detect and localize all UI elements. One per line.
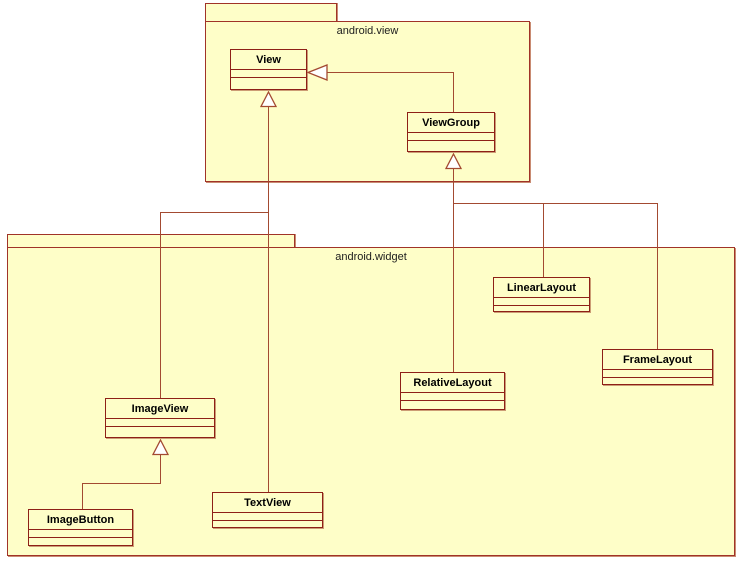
class-title: FrameLayout — [622, 353, 693, 366]
class-attributes-compartment — [106, 418, 214, 426]
class-title: RelativeLayout — [413, 376, 492, 389]
class-operations-compartment — [494, 305, 589, 311]
edge-viewgroup-to-view-vertical — [453, 72, 454, 112]
class-view: View — [230, 49, 307, 90]
class-attributes-compartment — [231, 69, 306, 77]
class-operations-compartment — [408, 140, 494, 151]
class-linearlayout: LinearLayout — [493, 277, 590, 312]
package-android-widget-tab — [7, 234, 295, 247]
class-attributes-compartment — [603, 369, 712, 377]
class-title: View — [256, 53, 281, 66]
class-title: ViewGroup — [422, 116, 480, 129]
edge-branch-to-framelayout-vertical — [657, 203, 658, 349]
class-operations-compartment — [213, 520, 322, 527]
package-android-view-label: android.view — [336, 25, 399, 37]
class-operations-compartment — [401, 400, 504, 409]
class-attributes-compartment — [494, 297, 589, 305]
class-title: ImageButton — [46, 513, 115, 526]
package-android-view-body — [205, 21, 530, 182]
generalization-triangle-left-view-icon — [307, 64, 328, 81]
class-title: ImageView — [131, 402, 189, 415]
class-imagebutton: ImageButton — [28, 509, 133, 546]
edge-branch-to-imageview-horizontal — [160, 212, 269, 213]
class-viewgroup: ViewGroup — [407, 112, 495, 152]
edge-viewgroup-descendants-trunk — [453, 169, 454, 372]
package-android-view-tab — [205, 3, 337, 21]
class-relativelayout: RelativeLayout — [400, 372, 505, 410]
edge-imagebutton-vertical-upper — [160, 455, 161, 483]
edge-imagebutton-vertical-lower — [82, 483, 83, 509]
class-imageview: ImageView — [105, 398, 215, 438]
class-operations-compartment — [106, 426, 214, 437]
package-android-widget-label: android.widget — [335, 251, 407, 263]
class-textview: TextView — [212, 492, 323, 528]
edge-branch-to-linearlayout-vertical — [543, 203, 544, 277]
class-title: LinearLayout — [506, 281, 577, 294]
edge-view-descendants-trunk — [268, 107, 269, 492]
class-operations-compartment — [29, 537, 132, 545]
generalization-triangle-up-view-icon — [260, 91, 277, 108]
class-title: TextView — [244, 496, 291, 509]
generalization-triangle-up-imageview-icon — [152, 439, 169, 456]
class-attributes-compartment — [213, 512, 322, 520]
class-attributes-compartment — [401, 392, 504, 400]
edge-branch-to-imageview-vertical — [160, 212, 161, 398]
class-operations-compartment — [603, 377, 712, 384]
class-framelayout: FrameLayout — [602, 349, 713, 385]
class-attributes-compartment — [408, 132, 494, 140]
class-operations-compartment — [231, 77, 306, 89]
edge-imagebutton-horizontal — [82, 483, 161, 484]
generalization-triangle-up-viewgroup-icon — [445, 153, 462, 170]
edge-viewgroup-to-view-horizontal — [327, 72, 454, 73]
class-attributes-compartment — [29, 529, 132, 537]
edge-viewgroup-branch-horizontal — [453, 203, 658, 204]
